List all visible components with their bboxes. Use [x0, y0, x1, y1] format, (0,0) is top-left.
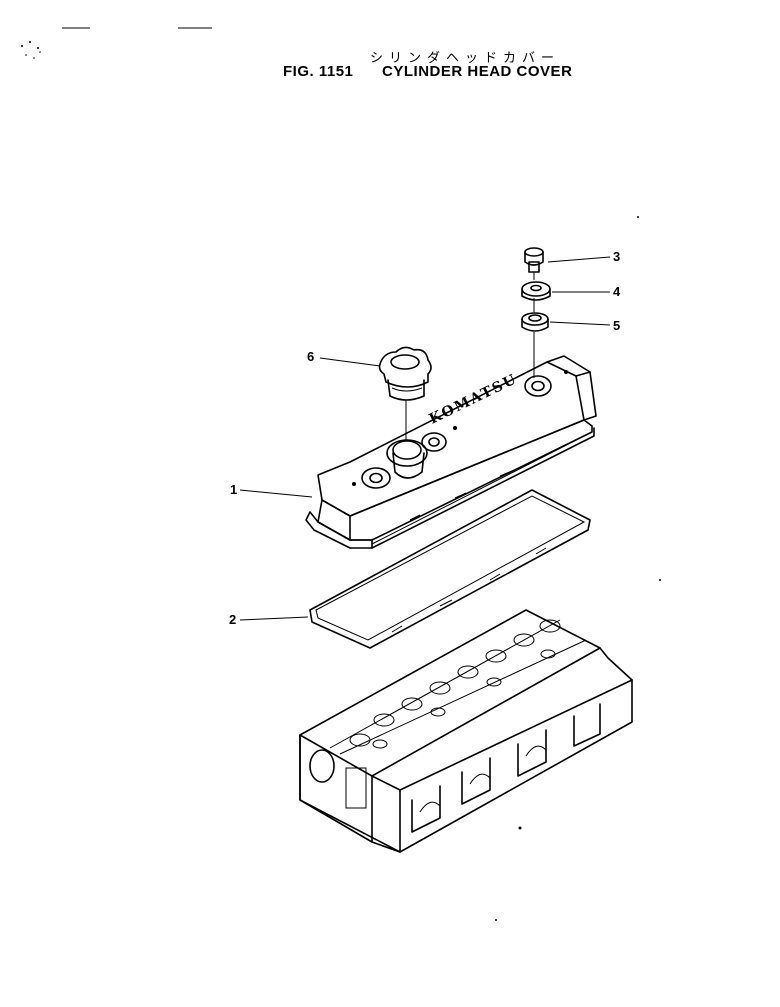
- figure-title: FIG. 1151 CYLINDER HEAD COVER: [283, 63, 572, 80]
- cylinder-head-cover: KOMATSU: [305, 355, 597, 549]
- washer: [521, 281, 551, 301]
- callout-5: 5: [613, 318, 621, 333]
- figure-number: FIG. 1151: [283, 63, 354, 80]
- callout-2: 2: [229, 612, 237, 627]
- figure-title-japanese: シリンダヘッドカバー: [370, 51, 561, 66]
- gasket: [309, 489, 591, 649]
- callout-3: 3: [613, 249, 621, 264]
- callout-4: 4: [613, 284, 621, 299]
- scan-artifacts: [21, 27, 661, 921]
- callout-1: 1: [230, 482, 238, 497]
- cylinder-head: [299, 609, 633, 853]
- seal: [521, 312, 549, 332]
- bolt: [524, 247, 544, 273]
- callout-6: 6: [307, 349, 315, 364]
- oil-filler-cap: [378, 346, 432, 401]
- figure-name: CYLINDER HEAD COVER: [382, 63, 573, 80]
- leader-lines: [239, 256, 611, 621]
- cover-marking: KOMATSU: [427, 371, 521, 428]
- assembly-lines: [405, 272, 535, 440]
